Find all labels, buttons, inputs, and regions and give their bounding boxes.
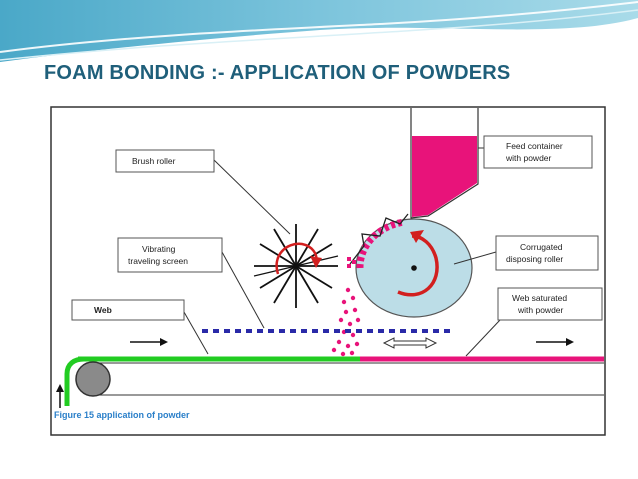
web-direction-arrow-icon [130, 338, 168, 346]
svg-text:Web: Web [94, 305, 112, 315]
svg-text:Feed container: Feed container [506, 141, 563, 151]
svg-text:with powder: with powder [517, 305, 564, 315]
slide-title: FOAM BONDING :- APPLICATION OF POWDERS [44, 62, 511, 84]
svg-text:Web saturated: Web saturated [512, 293, 567, 303]
svg-text:with powder: with powder [505, 153, 552, 163]
powder-contact-strip [347, 257, 356, 268]
leader-vibrating-screen [221, 251, 265, 329]
leader-brush-roller [213, 159, 291, 235]
header-wave-decoration [0, 0, 638, 62]
label-web-saturated: Web saturated with powder [497, 287, 603, 321]
conveyor-roller [75, 361, 111, 397]
corrugated-disposing-roller [349, 213, 473, 318]
label-feed-container: Feed container with powder [483, 135, 593, 169]
svg-text:Corrugated: Corrugated [520, 242, 563, 252]
label-corrugated-roller: Corrugated disposing roller [495, 235, 599, 271]
svg-text:traveling screen: traveling screen [128, 256, 188, 266]
brush-rotation-arrow-icon [275, 242, 318, 275]
web-entry-arrow-icon [56, 384, 64, 408]
leader-web-saturated [465, 319, 501, 357]
svg-text:Brush roller: Brush roller [132, 156, 176, 166]
roller-rotation-arrow-icon [397, 234, 439, 297]
svg-text:Vibrating: Vibrating [142, 244, 176, 254]
vibration-double-arrow-icon [382, 337, 438, 349]
web-entry-curve [64, 356, 85, 406]
leader-corrugated-roller [453, 251, 497, 265]
label-web: Web [71, 299, 185, 321]
svg-text:disposing roller: disposing roller [506, 254, 563, 264]
label-vibrating-screen: Vibrating traveling screen [117, 237, 223, 273]
saturated-web-direction-arrow-icon [536, 338, 574, 346]
figure-caption: Figure 15 application of powder [54, 410, 190, 420]
leader-web [183, 311, 209, 355]
label-brush-roller: Brush roller [115, 149, 215, 173]
powder-in-feed-container [412, 136, 477, 217]
powder-application-diagram: Brush roller Vibrating traveling screen … [50, 106, 606, 436]
